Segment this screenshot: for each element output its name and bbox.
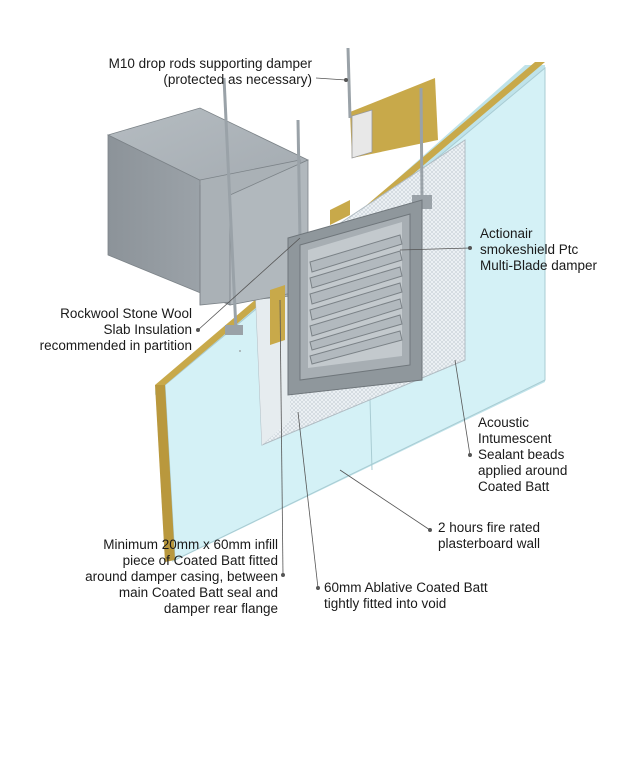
rockwool-label: Rockwool Stone Wool Slab Insulation reco…	[39, 306, 192, 353]
sealant-label: Acoustic Intumescent Sealant beads appli…	[478, 415, 568, 494]
damper	[287, 199, 423, 396]
drop-rods-label: M10 drop rods supporting damper (protect…	[108, 56, 312, 87]
rod-bracket	[225, 325, 243, 335]
damper-label: Actionair smokeshield Ptc Multi-Blade da…	[480, 226, 598, 273]
ablative-label: 60mm Ablative Coated Batt tightly fitted…	[324, 580, 488, 611]
drop-rods	[222, 47, 424, 331]
leader-lines	[195, 77, 472, 591]
infill-label: Minimum 20mm x 60mm infill piece of Coat…	[85, 537, 278, 616]
wall-label: 2 hours fire rated plasterboard wall	[438, 520, 541, 551]
